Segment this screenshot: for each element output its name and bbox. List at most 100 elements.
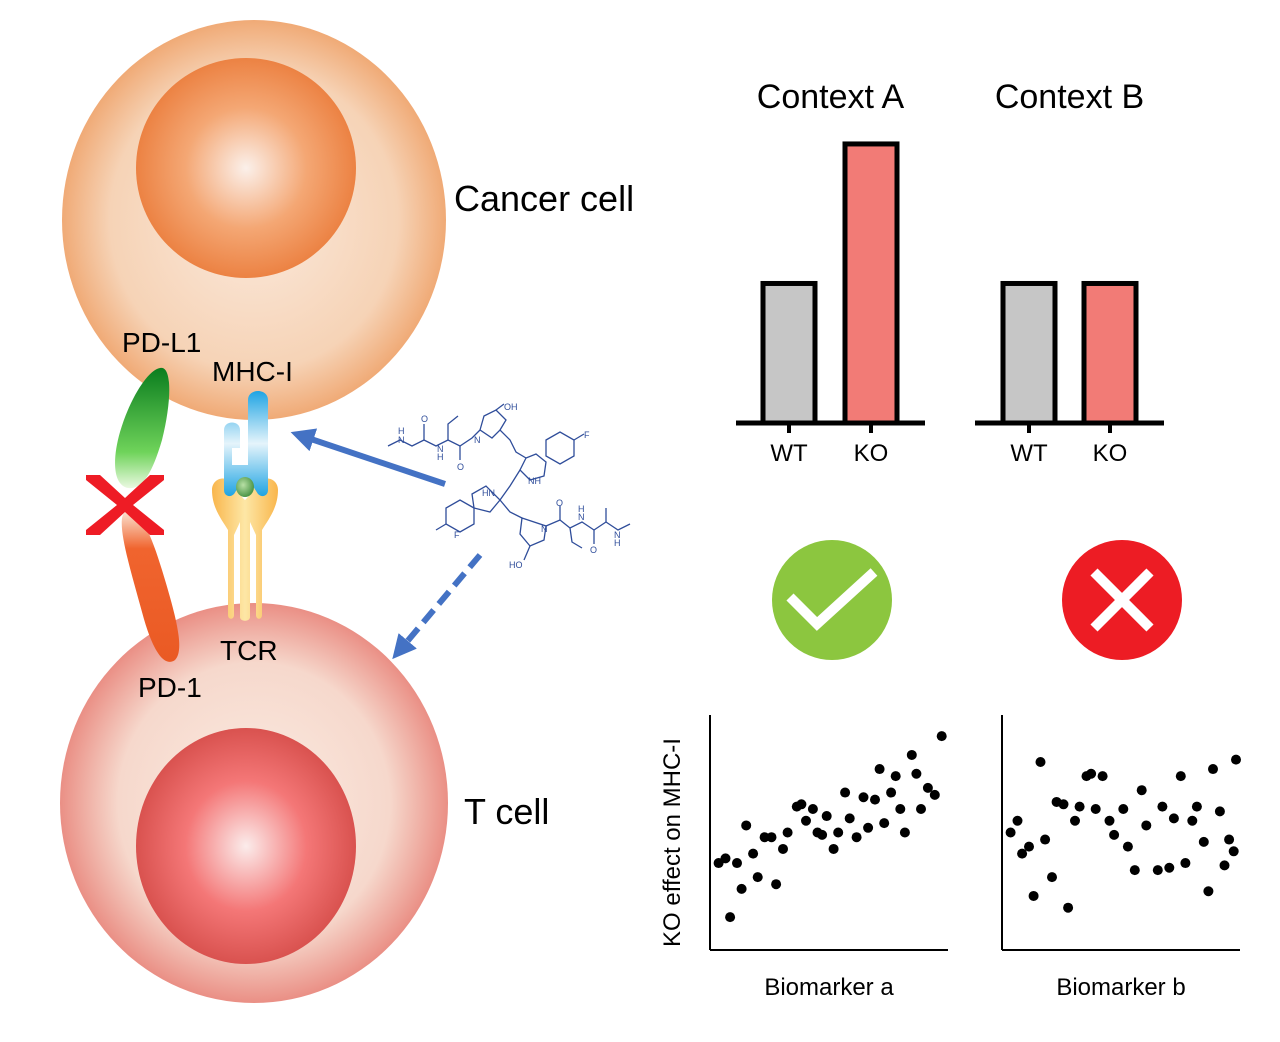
mhc1-label: MHC-I [212,356,293,387]
scatter-point [736,883,747,894]
scatter-point [851,832,862,843]
scatter-point [752,872,763,883]
scatter-point [720,853,731,864]
atom-label: N [437,444,444,454]
scatter-point [817,829,828,840]
scatter-point [879,818,890,829]
scatter-point [870,794,880,805]
scatter-point [1191,801,1202,812]
scatter-point [1005,827,1016,838]
check-circle-icon [772,540,892,660]
pdl1-label: PD-L1 [122,327,201,358]
bar-ko [1081,280,1139,426]
atom-label: N [614,530,621,540]
scatter-point [886,787,897,798]
scatter-point [796,799,807,810]
atom-label: NH [528,476,541,486]
scatter-point [1152,865,1163,876]
molecule-atom-labels: H N O N H O N OH F NH HN F N O HO H N O … [398,402,621,570]
atom-label: N [541,524,548,534]
scatter-point [922,782,933,793]
scatter-point [1122,841,1133,852]
mhc1-receptor [224,391,268,497]
scatter-point [748,848,759,859]
scatter-point [916,804,926,814]
cancer-cell-label: Cancer cell [454,178,634,219]
atom-label: N [398,435,405,445]
peptide-ball [236,477,254,497]
tcr-label: TCR [220,635,278,666]
scatter-point [1214,806,1225,817]
t-cell [60,603,448,1003]
scatter-point [1187,815,1198,826]
scatter-point [929,789,940,800]
scatter-point [899,827,910,838]
atom-label: O [421,414,428,424]
bar-chart-title: Context B [995,78,1144,116]
t-cell-label: T cell [464,791,549,832]
scatter-point [890,771,901,782]
atom-label: H [578,504,585,514]
scatter-point [759,832,770,843]
scatter-point [1028,890,1039,901]
x-tick-label: WT [1010,440,1048,467]
atom-label: O [556,498,563,508]
scatter-point [858,792,869,803]
scatter-point [1109,829,1120,840]
scatter-point [874,764,885,775]
scatter-point [833,827,844,838]
dashed-arrow [392,553,483,660]
scatter-point [1074,801,1085,812]
scatter-point [1086,768,1097,779]
scatter-point [828,843,839,854]
bar-chart-context-b: Context B WT KO [975,78,1164,467]
bar-ko [842,141,900,426]
scatter-point [778,843,788,854]
x-tick-label: KO [1093,440,1128,467]
bar-wt [1000,280,1058,426]
scatter-point [1228,846,1239,857]
scatter-point [1219,860,1230,871]
scatter-point [1104,815,1115,826]
scatter-point [1168,813,1179,824]
scatter-point [1157,801,1168,812]
scatter-point [1175,771,1186,782]
atom-label: F [454,530,460,540]
scatter-point [895,804,906,814]
scatter-point [782,827,793,838]
scatter-point [801,815,811,826]
x-circle-icon [1062,540,1182,660]
scatter-plot-biomarker-b: Biomarker b [1001,715,1241,1001]
scatter-point [1231,754,1241,765]
atom-label: H [437,452,444,462]
scatter-point [863,822,874,833]
scatter-point [1035,757,1046,767]
atom-label: N [578,512,585,522]
scatter-point [1208,764,1218,775]
scatter-point [906,749,917,760]
scatter-point [1070,815,1080,826]
x-tick-label: WT [770,440,808,467]
mhc-tcr-complex [212,391,278,621]
bar-wt [760,280,818,426]
scatter-point [1136,785,1147,796]
scatter-point [1017,848,1028,859]
cancer-cell [62,20,446,420]
scatter-point [1097,771,1108,782]
atom-label: O [590,545,597,555]
atom-label: HO [509,560,523,570]
scatter-point [807,804,818,814]
scatter-point [771,879,782,890]
scatter-point [1058,799,1069,810]
scatter-point [1203,886,1214,897]
y-axis-label: KO effect on MHC-I [659,738,686,947]
atom-label: N [474,435,481,445]
scatter-point [1224,834,1235,845]
scatter-point [732,858,742,869]
scatter-point [1164,862,1175,873]
scatter-point [844,813,855,824]
t-cell-nucleus [136,728,356,964]
x-axis-label: Biomarker a [764,974,894,1001]
cancer-cell-nucleus [136,58,356,278]
